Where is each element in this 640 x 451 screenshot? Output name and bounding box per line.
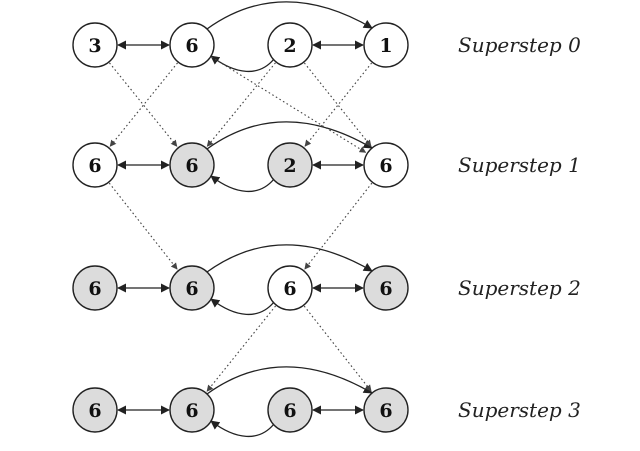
vertex-circle-active: [72, 387, 118, 433]
vertex-value: 1: [379, 35, 392, 57]
vertex-circle-active: [169, 142, 215, 188]
vertex-value: 2: [283, 35, 296, 57]
message-edge: [303, 62, 372, 147]
vertex-value: 6: [185, 35, 198, 57]
vertex-value: 6: [185, 155, 198, 177]
vertex-circle-inactive: [363, 142, 409, 188]
arc-edge-under: [210, 175, 275, 193]
vertex-node: 2: [267, 22, 313, 68]
edges-layer: [108, 1, 373, 438]
message-edge: [109, 62, 178, 147]
vertex-value: 6: [88, 278, 101, 300]
vertex-circle-active: [267, 387, 313, 433]
message-edge: [206, 62, 276, 147]
superstep-label: Superstep 0: [458, 33, 581, 57]
superstep-label: Superstep 3: [458, 398, 581, 422]
vertex-value: 6: [379, 155, 392, 177]
message-edge: [206, 305, 277, 392]
superstep-labels: Superstep 0 Superstep 1 Superstep 2 Superst…: [458, 33, 581, 422]
vertex-circle-active: [267, 142, 313, 188]
message-edge: [109, 62, 178, 147]
vertex-value: 6: [283, 400, 296, 422]
vertex-node: 6: [72, 387, 118, 433]
vertex-value: 6: [379, 400, 392, 422]
vertex-node: 6: [363, 265, 409, 311]
vertex-value: 6: [88, 155, 101, 177]
vertex-circle-inactive: [72, 22, 118, 68]
vertex-node: 6: [72, 142, 118, 188]
nodes-layer: 3 6 2 1 6 6 2 6 6 6 6 6 6 6 6 6: [72, 22, 409, 433]
arc-edge-under: [210, 55, 275, 73]
message-edge: [304, 182, 373, 270]
superstep-label: Superstep 1: [458, 153, 581, 177]
message-edge: [303, 305, 372, 392]
vertex-value: 6: [185, 400, 198, 422]
vertex-node: 6: [169, 265, 215, 311]
message-edge: [211, 56, 367, 153]
vertex-node: 6: [363, 142, 409, 188]
vertex-circle-inactive: [363, 22, 409, 68]
vertex-circle-active: [169, 387, 215, 433]
vertex-circle-inactive: [267, 265, 313, 311]
vertex-node: 6: [169, 22, 215, 68]
vertex-node: 1: [363, 22, 409, 68]
vertex-value: 6: [185, 278, 198, 300]
vertex-node: 6: [267, 265, 313, 311]
vertex-circle-inactive: [169, 22, 215, 68]
arc-edge-over: [206, 366, 373, 395]
vertex-value: 6: [88, 400, 101, 422]
vertex-value: 2: [283, 155, 296, 177]
arc-edge-over: [206, 1, 373, 30]
vertex-circle-active: [72, 265, 118, 311]
vertex-node: 6: [363, 387, 409, 433]
arc-edge-over: [206, 244, 373, 273]
vertex-circle-inactive: [267, 22, 313, 68]
vertex-circle-active: [363, 265, 409, 311]
vertex-value: 6: [379, 278, 392, 300]
vertex-value: 3: [88, 35, 101, 57]
vertex-circle-inactive: [72, 142, 118, 188]
vertex-circle-active: [169, 265, 215, 311]
message-edge: [108, 182, 178, 270]
superstep-label: Superstep 2: [458, 276, 581, 300]
vertex-node: 2: [267, 142, 313, 188]
arc-edge-under: [210, 420, 275, 438]
vertex-node: 6: [169, 142, 215, 188]
vertex-node: 6: [169, 387, 215, 433]
vertex-circle-active: [363, 387, 409, 433]
vertex-node: 6: [72, 265, 118, 311]
vertex-node: 6: [267, 387, 313, 433]
vertex-node: 3: [72, 22, 118, 68]
vertex-value: 6: [283, 278, 296, 300]
arc-edge-under: [210, 298, 275, 316]
message-edge: [304, 62, 373, 147]
arc-edge-over: [206, 121, 373, 150]
